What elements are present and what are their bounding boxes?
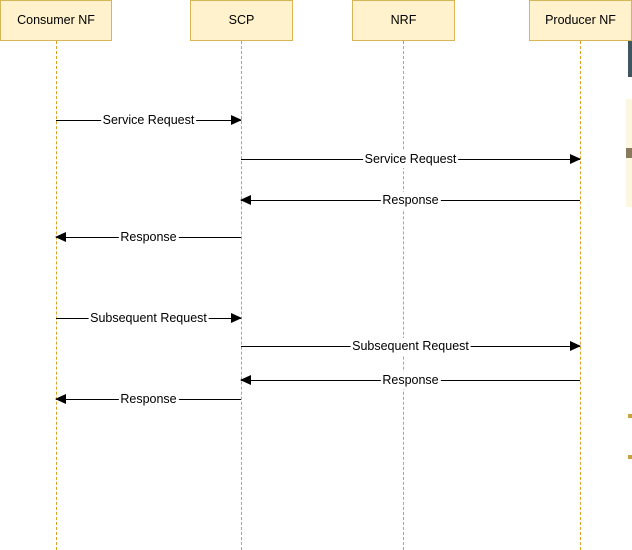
edge-mark-top-bar bbox=[628, 41, 632, 77]
message-label-m8: Response bbox=[118, 391, 179, 408]
arrow-head-left-icon bbox=[240, 375, 251, 385]
message-m5[interactable]: Subsequent Request bbox=[56, 310, 242, 328]
message-label-m1: Service Request bbox=[100, 112, 197, 129]
message-m8[interactable]: Response bbox=[55, 391, 241, 409]
arrow-head-right-icon bbox=[231, 115, 242, 125]
message-label-m7: Response bbox=[380, 372, 441, 389]
message-label-m5: Subsequent Request bbox=[88, 310, 209, 327]
actor-label-consumer-nf: Consumer NF bbox=[17, 13, 95, 28]
message-label-m2: Service Request bbox=[362, 151, 459, 168]
arrow-head-left-icon bbox=[55, 232, 66, 242]
arrow-head-right-icon bbox=[231, 313, 242, 323]
actor-box-consumer-nf[interactable]: Consumer NF bbox=[0, 0, 112, 41]
arrow-head-right-icon bbox=[570, 154, 581, 164]
message-label-m4: Response bbox=[118, 229, 179, 246]
message-m4[interactable]: Response bbox=[55, 229, 241, 247]
vertical-scrollbar-thumb[interactable] bbox=[626, 148, 632, 158]
message-m6[interactable]: Subsequent Request bbox=[241, 338, 581, 356]
message-m2[interactable]: Service Request bbox=[241, 151, 581, 169]
lifeline-producer-nf bbox=[580, 41, 581, 550]
message-m7[interactable]: Response bbox=[240, 372, 580, 390]
actor-label-scp: SCP bbox=[228, 13, 255, 28]
actor-label-nrf: NRF bbox=[390, 13, 417, 28]
arrow-head-left-icon bbox=[240, 195, 251, 205]
lifeline-consumer-nf bbox=[56, 41, 57, 550]
lifeline-scp bbox=[241, 41, 242, 550]
arrow-head-right-icon bbox=[570, 341, 581, 351]
actor-box-scp[interactable]: SCP bbox=[190, 0, 293, 41]
edge-mark-tick-1 bbox=[628, 414, 632, 418]
actor-box-nrf[interactable]: NRF bbox=[352, 0, 455, 41]
message-m1[interactable]: Service Request bbox=[56, 112, 242, 130]
actor-label-producer-nf: Producer NF bbox=[545, 13, 616, 28]
lifeline-nrf bbox=[403, 41, 404, 550]
actor-box-producer-nf[interactable]: Producer NF bbox=[529, 0, 632, 41]
message-label-m3: Response bbox=[380, 192, 441, 209]
arrow-head-left-icon bbox=[55, 394, 66, 404]
message-m3[interactable]: Response bbox=[240, 192, 580, 210]
edge-mark-tick-2 bbox=[628, 455, 632, 459]
message-label-m6: Subsequent Request bbox=[350, 338, 471, 355]
